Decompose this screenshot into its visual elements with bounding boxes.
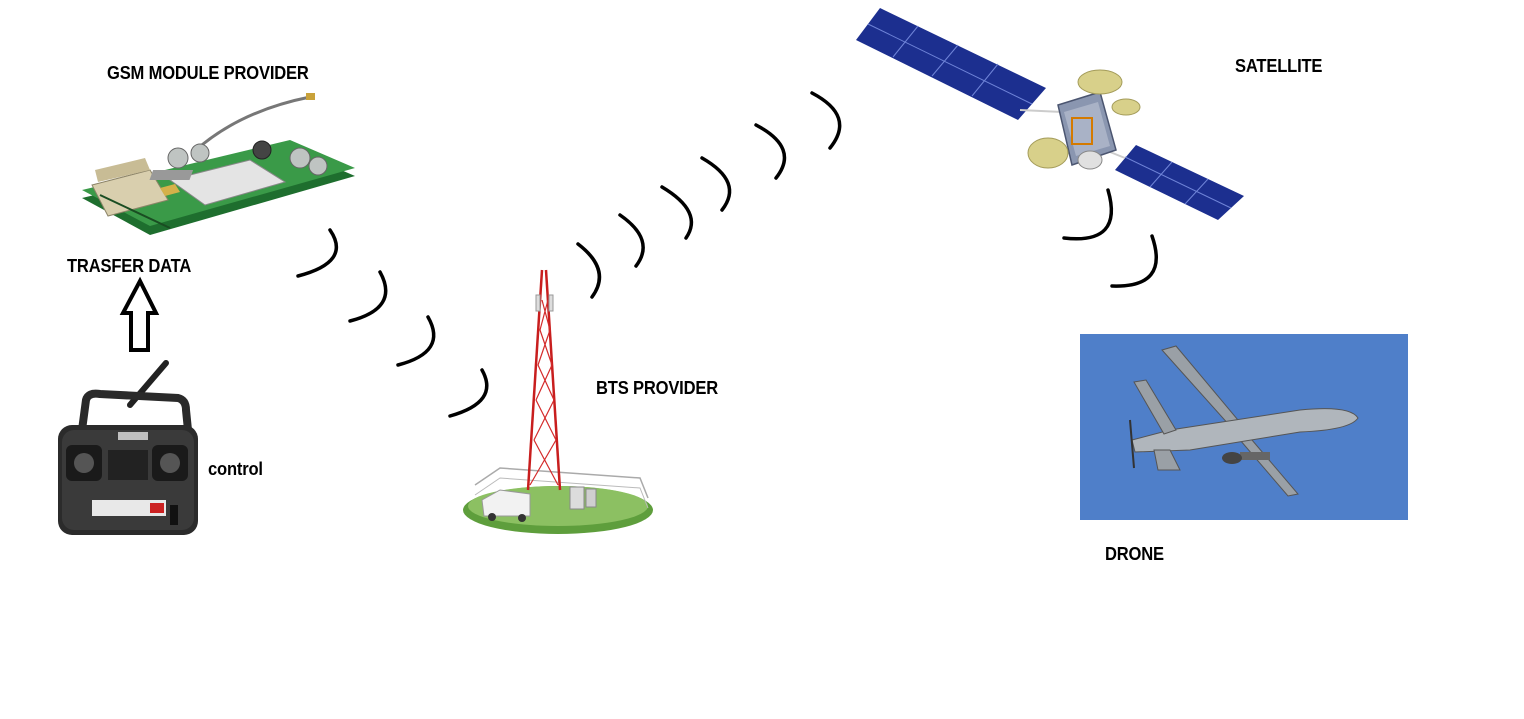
drone-image [1080,334,1408,520]
signal-wave-icon [810,91,842,150]
satellite-label: SATELLITE [1235,56,1323,76]
bts-tower-image [463,269,653,534]
signal-wave-icon [660,185,694,240]
rc-transmitter-image [58,360,198,535]
signal-wave-icon [618,213,645,268]
signal-wave-icon [296,228,339,278]
signal-wave-icon [448,368,489,418]
up-arrow-icon [119,276,160,352]
gsm-module-image [82,93,355,235]
signal-wave-icon [754,123,787,180]
bts-provider-label: BTS PROVIDER [596,378,719,398]
signal-wave-icon [1062,188,1114,241]
drone-label: DRONE [1105,544,1164,564]
satellite-image [856,8,1244,220]
control-label: control [208,459,263,479]
gsm-module-provider-label: GSM MODULE PROVIDER [107,63,309,83]
signal-wave-icon [396,315,436,367]
signal-wave-icon [1110,234,1158,288]
signal-wave-icon [700,156,732,212]
transfer-data-label: TRASFER DATA [67,256,192,276]
signal-wave-icon [348,270,388,323]
signal-wave-icon [576,242,602,299]
